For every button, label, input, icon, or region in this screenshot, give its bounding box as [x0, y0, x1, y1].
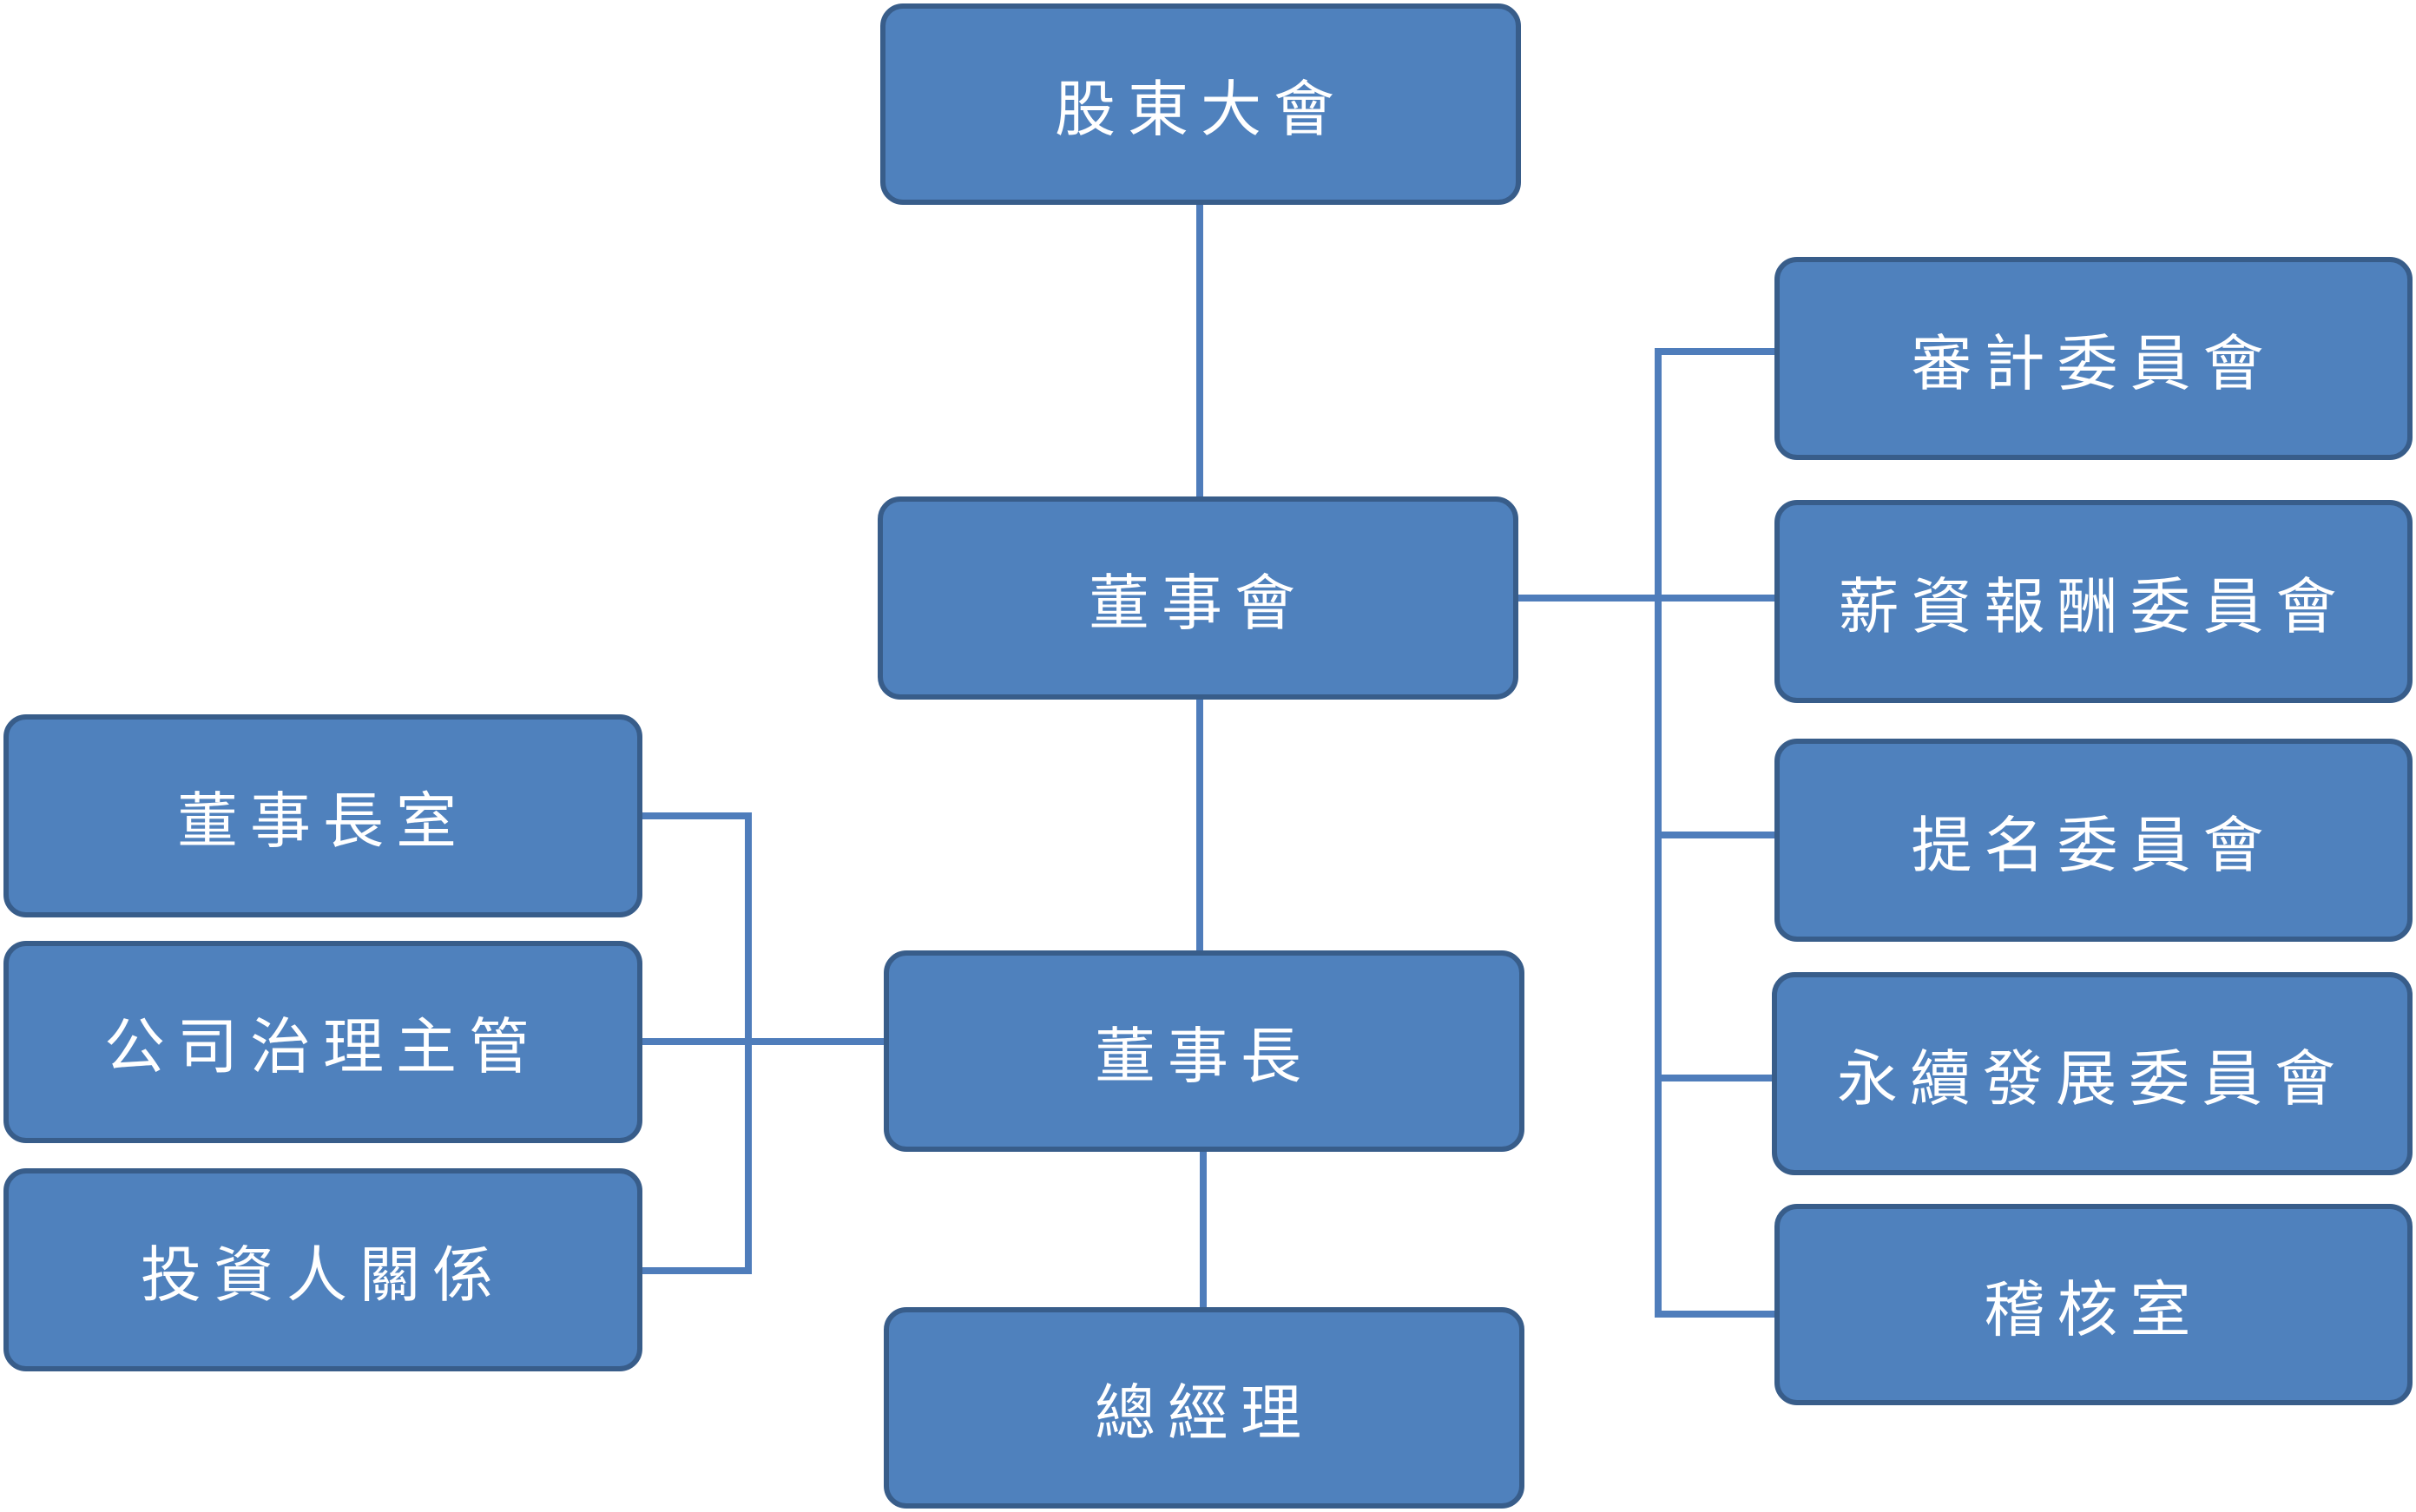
- general-manager-box: 總經理: [884, 1307, 1524, 1509]
- audit-committee-label: 審計委員會: [1911, 327, 2276, 399]
- chairman-office-label: 董事長室: [177, 785, 469, 857]
- chairman-label: 董事長: [1095, 1020, 1313, 1092]
- nomination-committee-label: 提名委員會: [1911, 809, 2276, 881]
- compensation-committee-box: 薪資報酬委員會: [1774, 500, 2413, 703]
- chairman-box: 董事長: [884, 950, 1524, 1152]
- investor-relations-box: 投資人關係: [3, 1168, 642, 1371]
- investor-relations-label: 投資人關係: [141, 1239, 505, 1311]
- shareholders-meeting-label: 股東大會: [1055, 73, 1346, 145]
- compensation-committee-label: 薪資報酬委員會: [1838, 570, 2349, 642]
- internal-audit-box: 稽核室: [1774, 1204, 2413, 1405]
- audit-committee-box: 審計委員會: [1774, 257, 2413, 460]
- governance-officer-label: 公司治理主管: [104, 1011, 542, 1082]
- sustainability-committee-box: 永續發展委員會: [1772, 972, 2413, 1175]
- chairman-office-box: 董事長室: [3, 714, 642, 917]
- board-of-directors-label: 董事會: [1089, 567, 1307, 639]
- shareholders-meeting-box: 股東大會: [880, 3, 1521, 205]
- board-of-directors-box: 董事會: [878, 496, 1518, 700]
- sustainability-committee-label: 永續發展委員會: [1837, 1042, 2347, 1114]
- general-manager-label: 總經理: [1095, 1377, 1313, 1449]
- nomination-committee-box: 提名委員會: [1774, 739, 2413, 942]
- internal-audit-label: 稽核室: [1984, 1273, 2203, 1345]
- governance-officer-box: 公司治理主管: [3, 941, 642, 1143]
